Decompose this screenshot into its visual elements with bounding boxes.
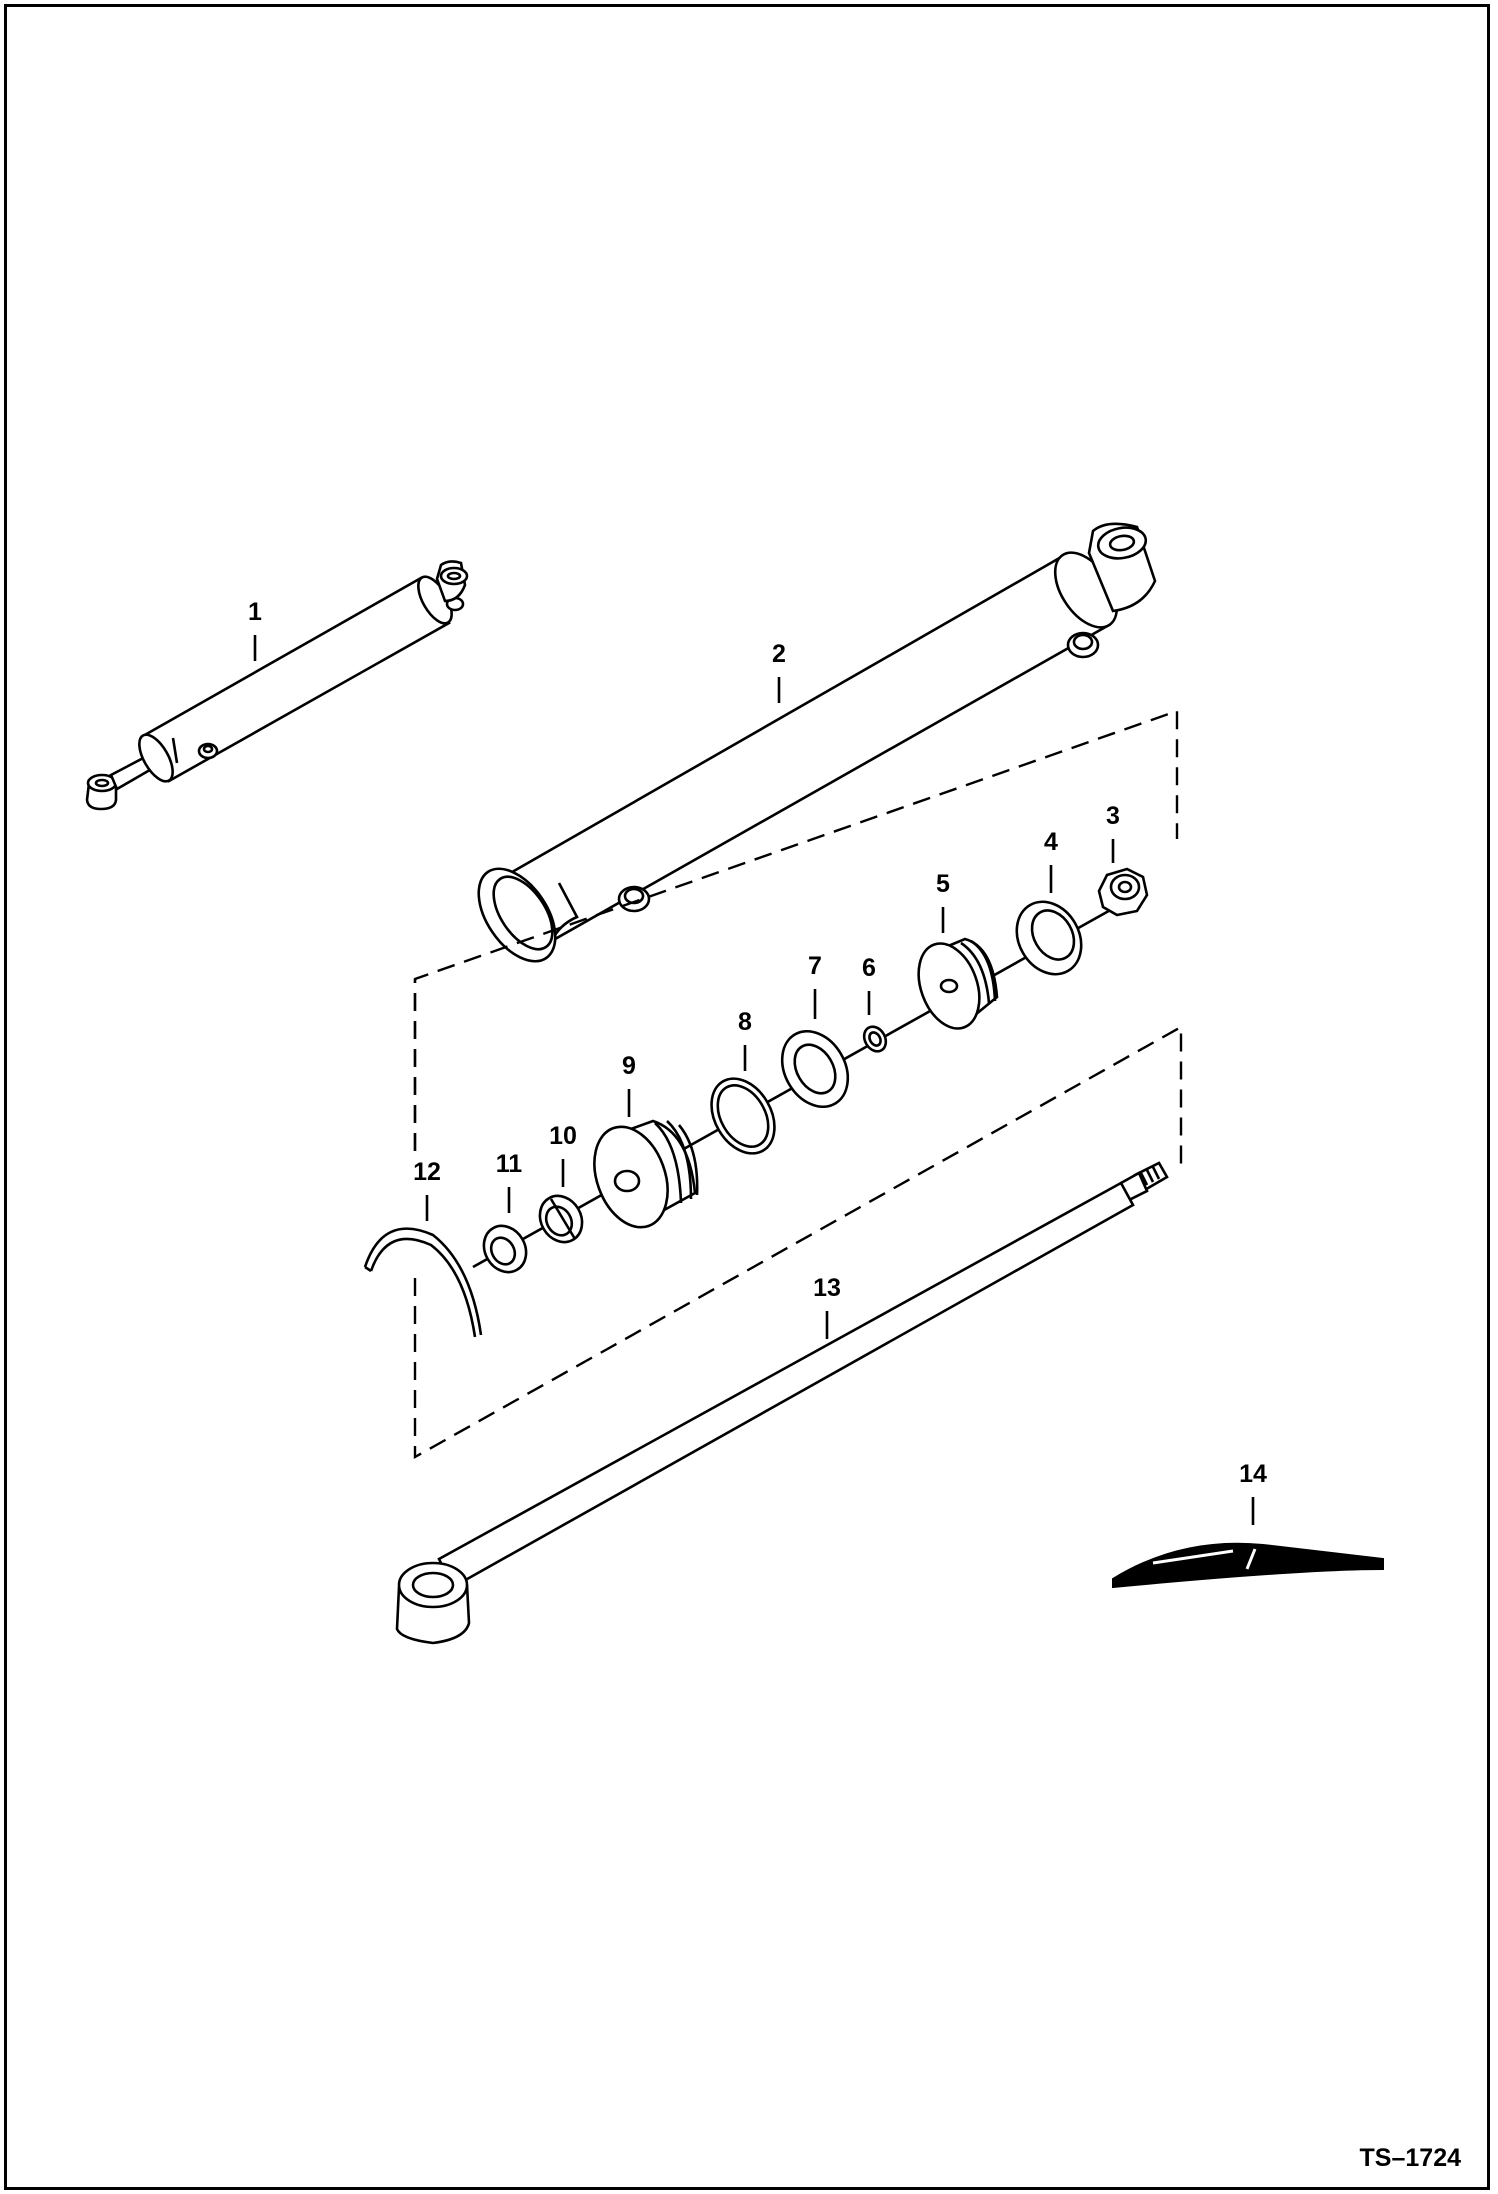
- callout-leaders: [253, 635, 1255, 1525]
- callout-5: 5: [936, 870, 950, 898]
- part-5-piston: [917, 937, 999, 1030]
- callout-labels: 1 2 3 4 5 6 7 8 9 10 11 12 13 14: [248, 598, 1267, 1488]
- callout-12: 12: [413, 1158, 441, 1186]
- callout-4: 4: [1044, 828, 1058, 856]
- exploded-parts-diagram: 1 2 3 4 5 6 7 8 9 10 11 12 13 14: [85, 522, 1384, 1645]
- part-2-barrel: [477, 522, 1157, 963]
- callout-7: 7: [808, 952, 822, 980]
- callout-11: 11: [496, 1150, 523, 1178]
- callout-9: 9: [622, 1052, 636, 1080]
- part-12-snap-ring: [363, 1227, 483, 1338]
- part-4-washer: [1015, 900, 1083, 976]
- part-13-rod: [395, 1161, 1169, 1645]
- drawing-sheet: 1 2 3 4 5 6 7 8 9 10 11 12 13 14 TS–1724: [4, 4, 1490, 2190]
- part-6-o-ring: [862, 1025, 888, 1053]
- callout-3: 3: [1106, 802, 1120, 830]
- part-9-gland: [593, 1119, 699, 1229]
- callout-2: 2: [772, 640, 786, 668]
- explosion-guide-lines: [413, 709, 1183, 1460]
- part-10-seal: [538, 1194, 584, 1244]
- part-8-o-ring: [710, 1077, 776, 1155]
- callout-6: 6: [862, 954, 876, 982]
- callout-1: 1: [248, 598, 262, 626]
- part-7-backup-ring: [780, 1029, 850, 1109]
- callout-13: 13: [813, 1274, 841, 1302]
- callout-8: 8: [738, 1008, 752, 1036]
- figure-id: TS–1724: [1359, 2144, 1461, 2172]
- part-14-seal-kit: [1112, 1542, 1384, 1589]
- callout-10: 10: [549, 1122, 577, 1150]
- part-11-seal: [482, 1224, 528, 1274]
- part-1-cylinder-assembly: [85, 560, 469, 811]
- part-3-nut: [1097, 867, 1149, 917]
- callout-14: 14: [1239, 1460, 1267, 1488]
